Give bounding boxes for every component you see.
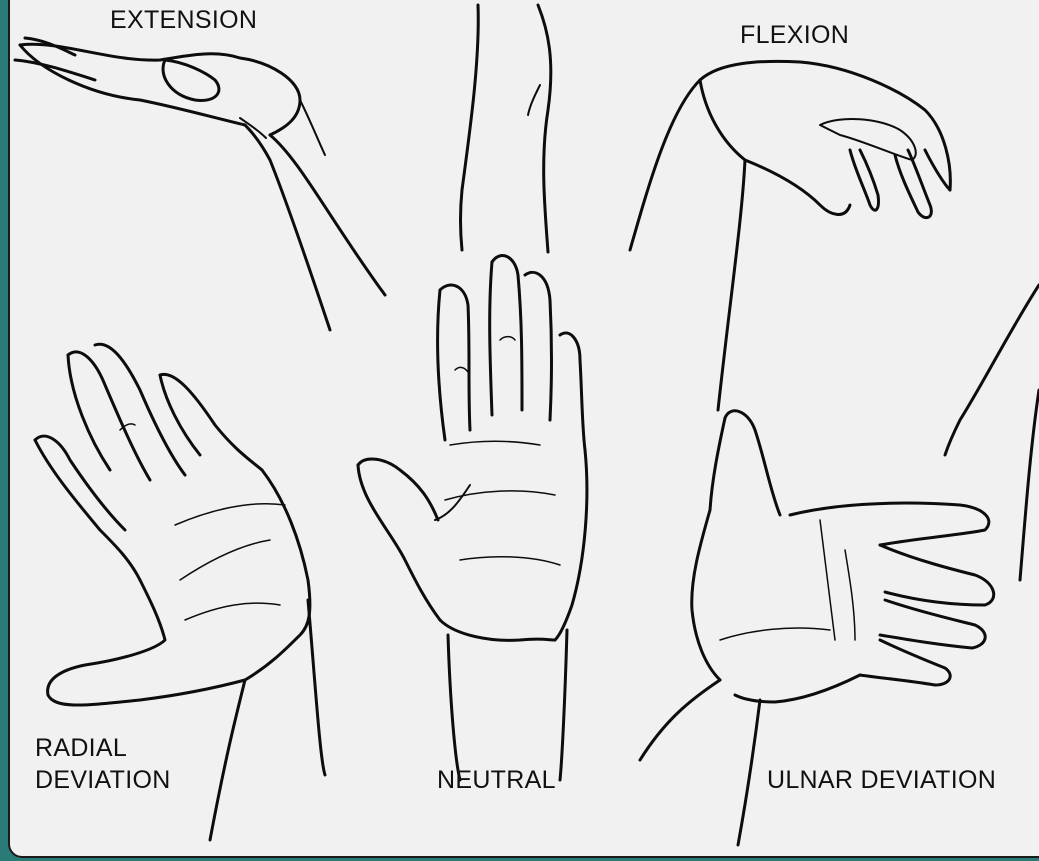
neutral-label: NEUTRAL — [437, 765, 556, 795]
neutral-forearm-top-drawing — [461, 5, 551, 252]
extension-hand-drawing — [15, 38, 385, 330]
radial-deviation-label-line2: DEVIATION — [35, 765, 171, 795]
extension-label: EXTENSION — [110, 5, 257, 35]
flexion-hand-drawing — [630, 61, 950, 410]
radial-deviation-label-line1: RADIAL — [35, 733, 127, 763]
ulnar-deviation-label: ULNAR DEVIATION — [767, 765, 996, 795]
flexion-label: FLEXION — [740, 20, 849, 50]
neutral-hand-drawing — [358, 256, 587, 780]
ulnar-forearm-edge-drawing — [945, 285, 1039, 580]
